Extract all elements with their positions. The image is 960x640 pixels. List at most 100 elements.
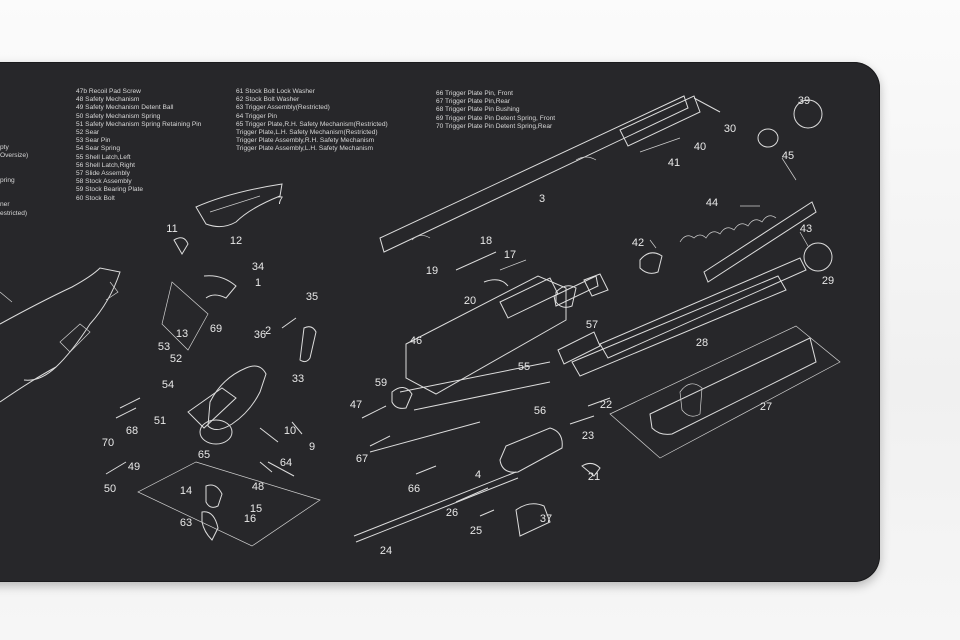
legend-entry: 63 Trigger Assembly(Restricted) [236, 104, 330, 112]
exploded-view-drawing: 39 30 40 41 45 3 44 43 29 42 18 17 19 20… [0, 95, 841, 557]
trigger-group-drawing [105, 237, 321, 547]
part-number: 65 [198, 449, 210, 461]
legend-entry: Trigger Plate Assembly,L.H. Safety Mecha… [236, 145, 374, 153]
part-number: 23 [582, 430, 594, 442]
part-number: 21 [588, 471, 600, 483]
part-number: 13 [176, 328, 188, 340]
part-number: 16 [244, 513, 256, 525]
part-number: 56 [534, 405, 546, 417]
legend-entry: 64 Trigger Pin [236, 112, 278, 120]
legend-entry: 56 Shell Latch,Right [76, 161, 136, 169]
part-number: 30 [724, 123, 736, 135]
part-number: 45 [782, 150, 794, 162]
legend-entry: 47b Recoil Pad Screw [76, 88, 141, 95]
legend-entry: Oversize) [0, 152, 29, 160]
legend-entry: 65 Trigger Plate,R.H. Safety Mechanism(R… [236, 120, 388, 128]
legend-entry: 54 Sear Spring [76, 145, 120, 153]
part-number: 22 [600, 399, 612, 411]
part-number: 35 [306, 291, 318, 303]
part-number: 50 [104, 483, 116, 495]
part-number: 14 [180, 485, 192, 497]
legend-entry: 53 Sear Pin [76, 137, 111, 145]
part-number: 51 [154, 415, 166, 427]
part-number: 11 [166, 223, 177, 235]
part-number: 66 [408, 483, 420, 495]
part-number: 34 [252, 261, 264, 273]
legend-entry: 68 Trigger Plate Pin Bushing [436, 106, 520, 114]
legend-entry: 69 Trigger Plate Pin Detent Spring, Fron… [436, 114, 556, 122]
legend-entry: 66 Trigger Plate Pin, Front [436, 90, 513, 97]
bolt-drawing [353, 251, 611, 543]
part-number: 43 [800, 223, 812, 235]
part-number: 57 [586, 319, 598, 331]
part-number: 1 [255, 277, 261, 289]
part-number: 29 [822, 275, 834, 287]
part-number: 67 [356, 453, 368, 465]
stock-drawing [0, 267, 121, 403]
part-number: 26 [446, 507, 458, 519]
part-number: 18 [480, 235, 492, 247]
part-number: 69 [210, 323, 222, 335]
legend-entry: 57 Slide Assembly [76, 170, 130, 178]
part-number: 10 [284, 425, 296, 437]
leader-lines [499, 137, 809, 271]
legend-entry: Trigger Plate Assembly,R.H. Safety Mecha… [236, 137, 375, 145]
part-number: 64 [280, 457, 292, 469]
barrel-drawing [379, 95, 721, 253]
legend-entry: estricted) [0, 209, 28, 217]
part-number: 59 [375, 377, 387, 389]
part-number: 70 [102, 437, 114, 449]
legend-entry: 61 Stock Bolt Lock Washer [236, 88, 315, 95]
part-number: 47 [350, 399, 362, 411]
part-number: 68 [126, 425, 138, 437]
part-number: 39 [798, 95, 810, 107]
legend-entry: 67 Trigger Plate Pin,Rear [436, 98, 511, 106]
part-number: 25 [470, 525, 482, 537]
part-number: 12 [230, 235, 242, 247]
magazine-tube-drawing [639, 99, 833, 283]
part-number: 54 [162, 379, 174, 391]
part-number: 28 [696, 337, 708, 349]
legend-entry: ner [0, 201, 10, 209]
receiver-drawing [405, 273, 609, 395]
part-number: 37 [540, 513, 552, 525]
part-number: 7 [277, 195, 283, 207]
legend-entry: 50 Safety Mechanism Spring [76, 112, 161, 120]
legend-entry: pty [0, 144, 9, 151]
legend-entry: pring [0, 176, 15, 184]
legend-entry: 58 Stock Assembly [76, 178, 132, 186]
part-number: 19 [426, 265, 438, 277]
legend-entry: 52 Sear [76, 129, 100, 137]
legend-entry: 51 Safety Mechanism Spring Retaining Pin [76, 120, 202, 128]
part-number: 36 [254, 329, 266, 341]
legend-entry: 55 Shell Latch,Left [76, 153, 131, 161]
part-number: 17 [504, 249, 516, 261]
part-number: 44 [706, 197, 718, 209]
legend-entry: 70 Trigger Plate Pin Detent Spring,Rear [436, 122, 553, 130]
part-number: 41 [668, 157, 680, 169]
part-number: 9 [309, 441, 315, 453]
part-number: 42 [632, 237, 644, 249]
part-number-labels: 39 30 40 41 45 3 44 43 29 42 18 17 19 20… [102, 95, 834, 557]
part-number: 3 [539, 193, 545, 205]
part-number: 33 [292, 373, 304, 385]
part-number: 24 [380, 545, 392, 557]
part-number: 53 [158, 341, 170, 353]
legend-entry: 48 Safety Mechanism [76, 96, 140, 104]
part-number: 48 [252, 481, 264, 493]
part-number: 4 [475, 469, 481, 481]
part-number: 46 [410, 335, 422, 347]
part-number: 27 [760, 401, 772, 413]
part-number: 2 [265, 325, 271, 337]
part-number: 63 [180, 517, 192, 529]
part-number: 49 [128, 461, 140, 473]
legend-entry: 60 Stock Bolt [76, 194, 115, 202]
tang-drawing [195, 183, 283, 228]
legend-entry: 49 Safety Mechanism Detent Ball [76, 104, 174, 112]
part-number: 55 [518, 361, 530, 373]
